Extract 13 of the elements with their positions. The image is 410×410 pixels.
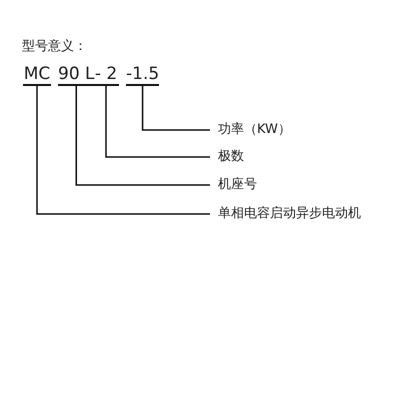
model-code-segment: -1.5 bbox=[126, 64, 160, 86]
leader-line bbox=[142, 86, 210, 131]
model-code-segment: MC bbox=[23, 64, 51, 86]
leader-line bbox=[76, 86, 210, 186]
leader-line bbox=[105, 86, 210, 158]
leader-line bbox=[36, 86, 210, 215]
model-code-segment: - 2 bbox=[93, 64, 119, 86]
meaning-label: 功率（KW） bbox=[218, 122, 291, 138]
meaning-label: 单相电容启动异步电动机 bbox=[218, 206, 361, 222]
title: 型号意义： bbox=[22, 38, 87, 55]
meaning-label: 极数 bbox=[218, 149, 244, 165]
model-code-segment: 90 L bbox=[58, 64, 95, 86]
meaning-label: 机座号 bbox=[218, 177, 257, 193]
